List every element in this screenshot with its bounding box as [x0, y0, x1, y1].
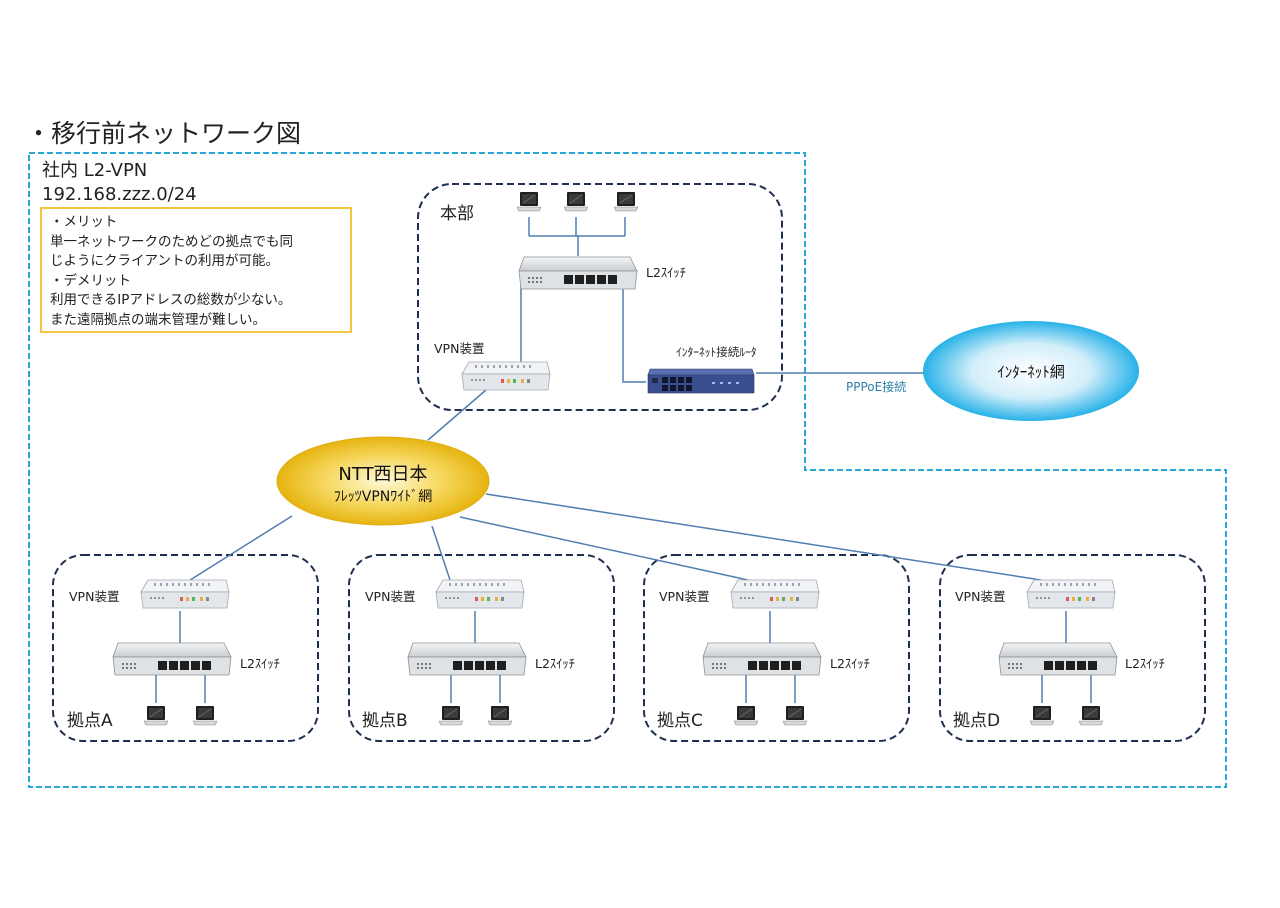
branch-d-vpn-device-icon: [1026, 579, 1116, 609]
internet-router-icon: [647, 368, 755, 394]
ntt-label-line1: NTT西日本: [338, 464, 428, 485]
hq-vpn-label: VPN装置: [434, 341, 485, 356]
note-line: ・メリット: [50, 214, 118, 230]
branch-b-vpn-device-icon: [435, 579, 525, 609]
hq-site-box: [417, 183, 783, 411]
branch-b-pc-1-icon: [439, 705, 463, 726]
note-line: 単一ネットワークのためどの拠点でも同: [50, 233, 293, 250]
internet-cloud: [923, 321, 1139, 421]
notes-box: ・メリット 単一ネットワークのためどの拠点でも同 じようにクライアントの利用が可…: [40, 207, 352, 333]
branch-b-label: 拠点B: [362, 711, 408, 731]
branch-d-label: 拠点D: [953, 711, 1001, 731]
branch-b-l2-switch-icon: [407, 642, 527, 676]
branch-d-switch-label: L2ｽｲｯﾁ: [1125, 656, 1165, 671]
branch-a-vpn-label: VPN装置: [69, 589, 120, 604]
hq-l2-switch-icon: [518, 256, 638, 290]
hq-label: 本部: [440, 204, 474, 224]
branch-c-l2-switch-icon: [702, 642, 822, 676]
branch-d-vpn-label: VPN装置: [955, 589, 1006, 604]
l2-vpn-boundary: [28, 152, 1227, 788]
branch-d-pc-2-icon: [1079, 705, 1103, 726]
vpn-name: 社内 L2-VPN: [42, 160, 148, 181]
note-line: また遠隔拠点の端末管理が難しい。: [50, 311, 266, 328]
internet-label: ｲﾝﾀｰﾈｯﾄ網: [997, 363, 1065, 381]
branch-a-switch-label: L2ｽｲｯﾁ: [240, 656, 280, 671]
ntt-cloud: [276, 436, 490, 526]
branch-d-l2-switch-icon: [998, 642, 1118, 676]
pppoe-label: PPPoE接続: [846, 380, 907, 394]
vpn-header: 社内 L2-VPN 192.168.zzz.0/24: [42, 159, 197, 207]
branch-internal-links: [155, 611, 1092, 703]
branch-a-label: 拠点A: [67, 711, 113, 731]
branch-a-pc-1-icon: [144, 705, 168, 726]
branch-a-vpn-device-icon: [140, 579, 230, 609]
branch-c-label: 拠点C: [657, 711, 703, 731]
note-line: じようにクライアントの利用が可能。: [50, 253, 279, 270]
hq-pc-2-icon: [564, 191, 588, 212]
branch-b-pc-2-icon: [488, 705, 512, 726]
branch-c-pc-1-icon: [734, 705, 758, 726]
branch-a-l2-switch-icon: [112, 642, 232, 676]
note-line: 利用できるIPアドレスの総数が少ない。: [50, 292, 292, 309]
hq-vpn-device-icon: [461, 361, 551, 391]
ntt-label-line2: ﾌﾚｯﾂVPNﾜｲﾄﾞ網: [333, 489, 433, 505]
branch-c-switch-label: L2ｽｲｯﾁ: [830, 656, 870, 671]
branch-d-pc-1-icon: [1030, 705, 1054, 726]
hq-switch-label: L2ｽｲｯﾁ: [646, 265, 686, 280]
branch-b-site-box: [348, 554, 615, 742]
branch-c-vpn-device-icon: [730, 579, 820, 609]
branch-b-switch-label: L2ｽｲｯﾁ: [535, 656, 575, 671]
network-links: [186, 217, 1042, 583]
router-label: ｲﾝﾀｰﾈｯﾄ接続ﾙｰﾀ: [676, 345, 757, 359]
vpn-subnet: 192.168.zzz.0/24: [42, 184, 197, 205]
page-title: ・移行前ネットワーク図: [26, 119, 302, 148]
hq-pc-1-icon: [517, 191, 541, 212]
branch-d-site-box: [939, 554, 1206, 742]
branch-a-pc-2-icon: [193, 705, 217, 726]
branch-c-pc-2-icon: [783, 705, 807, 726]
note-line: ・デメリット: [50, 272, 131, 289]
hq-pc-3-icon: [614, 191, 638, 212]
branch-c-vpn-label: VPN装置: [659, 589, 710, 604]
branch-a-site-box: [52, 554, 319, 742]
branch-b-vpn-label: VPN装置: [365, 589, 416, 604]
branch-c-site-box: [643, 554, 910, 742]
